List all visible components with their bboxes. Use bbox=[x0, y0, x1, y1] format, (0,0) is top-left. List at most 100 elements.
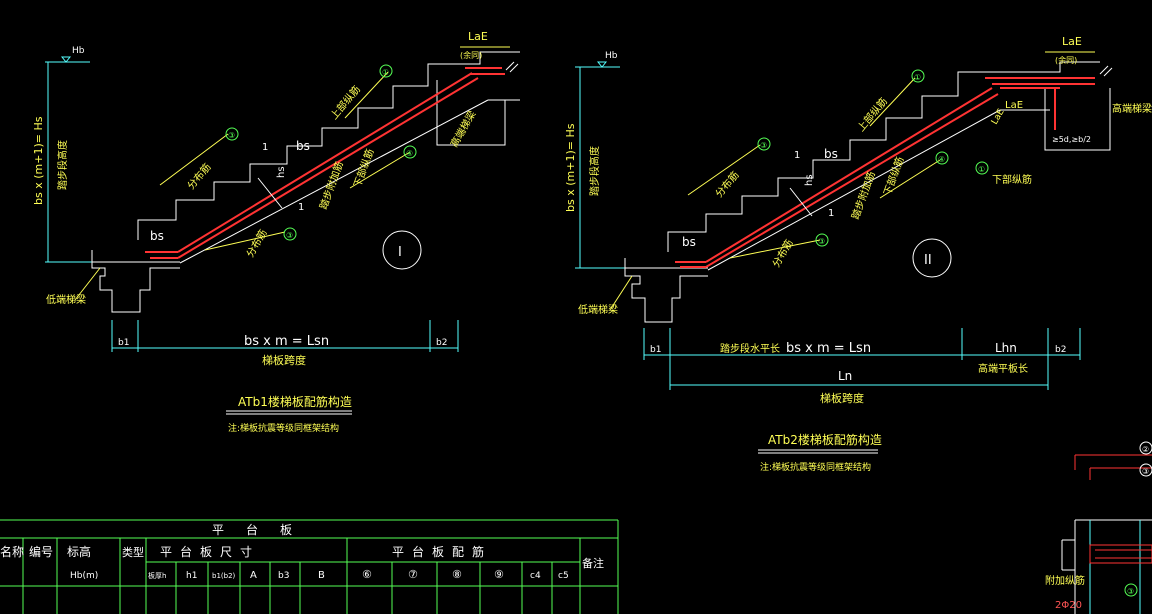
callout-circle bbox=[225, 127, 239, 141]
section-mark: 1 bbox=[794, 150, 800, 161]
lae2-label: LaE bbox=[1005, 100, 1023, 111]
rebar-col: ⑦ bbox=[408, 568, 418, 581]
dist-bar-lower-label: 分布筋 bbox=[243, 227, 269, 259]
section-mark: 1 bbox=[262, 142, 268, 153]
detail-marker-circle bbox=[912, 238, 952, 278]
break-mark-icon bbox=[1103, 67, 1113, 77]
lae-label: LaE bbox=[1062, 35, 1082, 48]
detail-title: ATb1楼梯板配筋构造 bbox=[238, 394, 352, 409]
detail-title: ATb2楼梯板配筋构造 bbox=[768, 432, 882, 447]
hs-label: hs bbox=[804, 174, 815, 186]
section-mark: 1 bbox=[828, 208, 834, 219]
col-elevation-unit: Hb(m) bbox=[70, 571, 98, 581]
b1-label: b1 bbox=[118, 338, 129, 348]
low-beam-leader bbox=[74, 267, 101, 301]
bottom-bar-label: 下部纵筋 bbox=[992, 173, 1032, 186]
callout-number: ④ bbox=[938, 155, 945, 164]
high-beam-label: 高端梯梁 bbox=[1112, 102, 1152, 115]
lhn-label: Lhn bbox=[995, 341, 1017, 355]
col-number: 编号 bbox=[29, 544, 53, 559]
col-elevation: 标高 bbox=[67, 544, 91, 559]
span-dim-text: bs x m = Lsn bbox=[244, 334, 329, 349]
detail-marker-numeral: II bbox=[924, 253, 932, 268]
detail-note: 注:梯板抗震等级同框架结构 bbox=[228, 422, 339, 434]
callout-number: ③ bbox=[228, 131, 235, 140]
col-remark: 备注 bbox=[582, 556, 604, 570]
height-dim-text: bs x (m+1)= Hs bbox=[564, 123, 577, 212]
section-cut-line bbox=[257, 177, 283, 209]
ln-label: Ln bbox=[838, 369, 852, 383]
callout-circle bbox=[1139, 463, 1152, 477]
elevation-marker-icon bbox=[60, 56, 72, 63]
low-beam-leader bbox=[609, 275, 633, 311]
elevation-marker-icon bbox=[596, 61, 608, 68]
detail-atb1: Hb bs x (m+1)= Hs 踏步段高度 LaE (余同) 上部纵筋 ① bbox=[32, 30, 520, 434]
high-beam-outline bbox=[1044, 88, 1111, 151]
b2-label: b2 bbox=[1055, 345, 1066, 355]
stair-top-profile bbox=[137, 51, 520, 240]
hb-label: Hb bbox=[605, 51, 618, 61]
cover-bar-label: 踏步附加筋 bbox=[849, 170, 878, 221]
high-beam-outline bbox=[436, 80, 506, 146]
size-col: 板厚h bbox=[148, 571, 166, 580]
top-bar-label: 上部纵筋 bbox=[854, 95, 890, 134]
span-label: 梯板跨度 bbox=[262, 353, 306, 367]
callout-number: ③ bbox=[818, 237, 825, 246]
size-col: b3 bbox=[278, 571, 289, 581]
lae-label: LaE bbox=[468, 30, 488, 43]
dist-bar-leader bbox=[204, 231, 286, 251]
bottom-rebar bbox=[177, 72, 473, 253]
col-type: 类型 bbox=[122, 545, 144, 559]
b2-label: b2 bbox=[436, 338, 447, 348]
low-beam-label: 低端梯梁 bbox=[46, 293, 86, 306]
dist-bar-leader bbox=[687, 144, 761, 196]
corner-detail: ② ③ ③ 附加纵筋 2Φ20 bbox=[1045, 441, 1152, 614]
bottom-bar-leader bbox=[349, 151, 411, 189]
callout-number: ① bbox=[382, 68, 389, 77]
size-col: h1 bbox=[186, 571, 197, 581]
bottom-bar-label: 下部纵筋 bbox=[351, 147, 377, 189]
callout-number: ③ bbox=[760, 141, 767, 150]
callout-number: ① bbox=[978, 165, 985, 174]
col-name: 名称 bbox=[0, 544, 24, 559]
platform-slab-table: 平台板 名称 编号 标高 Hb(m) 类型 平台板尺寸 平台板配筋 备注 板厚h… bbox=[0, 519, 619, 614]
dist-bar-lower-label: 分布筋 bbox=[769, 237, 795, 269]
callout-circle bbox=[975, 161, 989, 175]
callout-circle bbox=[379, 64, 393, 78]
dist-bar-leader bbox=[729, 239, 821, 259]
detail-atb2: Hb bs x (m+1)= Hs 踏步段高度 LaE (余同) LaE LaE… bbox=[564, 35, 1152, 473]
low-beam-outline bbox=[624, 258, 708, 323]
low-beam-label: 低端梯梁 bbox=[578, 303, 618, 316]
stirrup bbox=[1089, 544, 1152, 564]
section-cut-line bbox=[789, 187, 813, 217]
callout-number: ③ bbox=[286, 231, 293, 240]
rebar-col: c5 bbox=[558, 571, 569, 581]
top-bar-leader bbox=[344, 71, 389, 119]
bottom-rebar bbox=[705, 87, 993, 263]
height-label: 踏步段高度 bbox=[588, 146, 601, 196]
size-col: b1(b2) bbox=[212, 572, 236, 580]
b1-label: b1 bbox=[650, 345, 661, 355]
col-size-group: 平台板尺寸 bbox=[160, 544, 260, 559]
height-label: 踏步段高度 bbox=[56, 140, 69, 190]
rebar-col: c4 bbox=[530, 571, 541, 581]
rebar-col: ⑧ bbox=[452, 568, 462, 581]
size-col: B bbox=[318, 570, 325, 581]
bs-lower-label: bs bbox=[682, 235, 696, 249]
cover-bar-label: 踏步附加筋 bbox=[317, 160, 346, 211]
top-rebar bbox=[177, 77, 479, 259]
callout-circle bbox=[283, 227, 297, 241]
section-mark: 1 bbox=[298, 202, 304, 213]
callout-circle bbox=[1139, 441, 1152, 455]
step-length-label: 踏步段水平长 bbox=[720, 342, 780, 355]
dist-bar-upper-label: 分布筋 bbox=[712, 169, 741, 200]
callout-circle bbox=[911, 69, 925, 83]
stair-top-profile bbox=[667, 61, 1100, 252]
rebar-col: ⑥ bbox=[362, 568, 372, 581]
callout-circle bbox=[403, 145, 417, 159]
low-beam-outline bbox=[91, 250, 180, 313]
callout-number: ④ bbox=[406, 149, 413, 158]
rebar-col: ⑨ bbox=[494, 568, 504, 581]
detail-marker-numeral: I bbox=[398, 245, 402, 260]
